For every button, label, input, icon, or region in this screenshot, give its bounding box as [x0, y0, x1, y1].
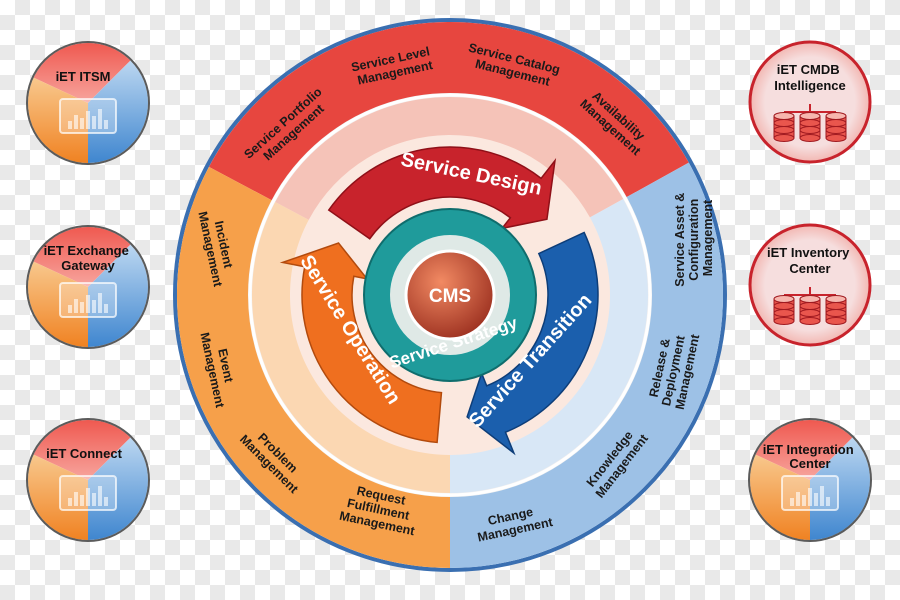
inner-ring-border [248, 93, 652, 497]
badge-segment [33, 42, 131, 103]
cms-core [404, 249, 496, 341]
badge-iet-connect[interactable]: iET Connect [26, 418, 150, 542]
outer-band-operation [176, 166, 450, 568]
badge-title: iET CMDB Intelligence [774, 62, 846, 93]
badge-segment [755, 420, 853, 480]
badge-iet-integration-center[interactable]: iET Integration Center [748, 418, 872, 542]
badge-iet-itsm[interactable]: iET ITSM [26, 41, 150, 165]
badge-title: iET Integration Center [763, 442, 858, 471]
badge-iet-inventory-center[interactable]: iET Inventory Center [748, 223, 872, 347]
service-design-arrow [327, 146, 557, 240]
badge-title: iET Inventory Center [767, 245, 853, 276]
badge-segment [33, 420, 131, 480]
chart-icon [59, 98, 117, 134]
service-asset-configuration-management-label: Service Asset & Configuration Management [673, 189, 715, 287]
badge-iet-cmdb-intelligence[interactable]: iET CMDB Intelligence [748, 40, 872, 164]
badge-segment [33, 226, 131, 287]
inner-band-transition [450, 199, 648, 493]
service-transition-arrow [466, 231, 599, 456]
badge-title: iET Connect [46, 446, 123, 461]
badge-segment [88, 437, 148, 540]
database-icon [773, 287, 847, 325]
lifecycle-wheel: Service Design Service Transition Servic… [173, 18, 727, 572]
outer-band-transition [450, 162, 723, 568]
badge-iet-exchange-gateway[interactable]: iET Exchange Gateway [26, 225, 150, 349]
badge-segment [810, 437, 870, 540]
badge-title: iET Exchange Gateway [44, 243, 133, 273]
badge-segment [88, 60, 148, 163]
service-operation-arrow [279, 242, 443, 444]
badge-segment [88, 244, 148, 347]
outer-band-design [208, 21, 689, 202]
chart-icon [59, 475, 117, 511]
cms-label: CMS [429, 286, 471, 307]
chart-icon [781, 475, 839, 511]
inner-band-operation [252, 202, 450, 494]
inner-band-design [275, 97, 624, 220]
chart-icon [59, 282, 117, 318]
database-icon [773, 104, 847, 142]
badge-title: iET ITSM [56, 69, 111, 84]
